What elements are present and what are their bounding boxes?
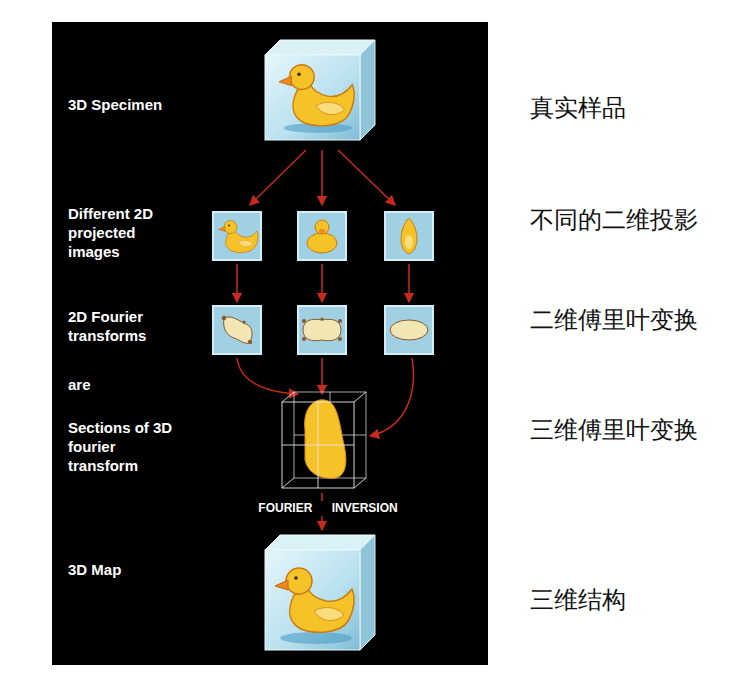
fourier-pattern	[224, 317, 252, 343]
arrow	[338, 150, 395, 205]
duck-top-view	[401, 218, 417, 254]
fourier-volume	[282, 392, 366, 488]
projection-images	[213, 212, 433, 260]
wire-line	[282, 402, 354, 488]
fourier-spot	[222, 316, 226, 320]
row-heading: 2D Fourier transforms	[68, 308, 186, 346]
duck-front-head	[315, 220, 329, 234]
fourier-slab	[305, 400, 346, 479]
arrow	[321, 264, 323, 302]
projection-square	[298, 212, 346, 260]
figure-panel: 3D SpecimenDifferent 2D projected images…	[52, 22, 488, 665]
cube-front	[265, 550, 360, 650]
fourier-square	[298, 306, 346, 354]
cube-top	[265, 40, 375, 55]
fourier-square	[385, 306, 433, 354]
cube-side	[360, 40, 375, 140]
arrow	[237, 358, 298, 394]
cube-shadow	[280, 632, 352, 644]
fourier-pattern	[390, 320, 428, 340]
side-label: 三维结构	[530, 586, 626, 615]
projection-square	[385, 212, 433, 260]
projection-square	[213, 212, 261, 260]
fourier-spot	[338, 337, 342, 341]
fourier-square	[213, 306, 261, 354]
arrow	[250, 150, 306, 205]
fourier-spot	[338, 319, 342, 323]
side-label: 不同的二维投影	[530, 206, 698, 235]
row-heading: 3D Specimen	[68, 96, 186, 115]
duck-figure	[275, 568, 354, 632]
specimen-cube	[265, 40, 375, 140]
duck-top-highlight	[405, 235, 413, 249]
fourier-spot	[248, 340, 252, 344]
side-label: 二维傅里叶变换	[530, 306, 698, 335]
duck-front-body	[307, 233, 337, 253]
duck-side-view	[219, 221, 259, 253]
arrow	[321, 150, 323, 205]
row-heading: 3D Map	[68, 561, 186, 580]
map-cube	[265, 535, 375, 650]
side-label: 三维傅里叶变换	[530, 416, 698, 445]
arrow	[370, 358, 413, 436]
side-label: 真实样品	[530, 94, 626, 123]
cube-side	[360, 535, 375, 650]
fourier-spot	[302, 337, 306, 341]
wire-line	[354, 478, 366, 488]
fourier-pattern	[303, 319, 341, 340]
cube-front	[265, 55, 360, 140]
row-heading: Different 2D projected images	[68, 205, 186, 261]
duck-front-beak	[319, 229, 325, 233]
fourier-spot	[242, 320, 245, 323]
wire-line	[282, 445, 354, 446]
arrow	[408, 264, 410, 302]
fourier-spot	[302, 319, 306, 323]
wire-line	[294, 392, 366, 478]
wire-line	[282, 478, 294, 488]
row-connector-word: are	[68, 376, 186, 395]
wire-line	[354, 392, 366, 402]
duck-figure	[279, 65, 354, 126]
step-label: FOURIER INVERSION	[258, 501, 397, 516]
cube-top	[265, 535, 375, 550]
wireframe-back	[294, 392, 366, 478]
fourier-spot	[320, 317, 323, 320]
wireframe-front	[282, 392, 366, 488]
arrow	[236, 264, 238, 302]
row-heading: Sections of 3D fourier transform	[68, 419, 186, 475]
wire-line	[282, 392, 294, 402]
arrow	[321, 358, 323, 394]
fourier-images	[213, 306, 433, 354]
